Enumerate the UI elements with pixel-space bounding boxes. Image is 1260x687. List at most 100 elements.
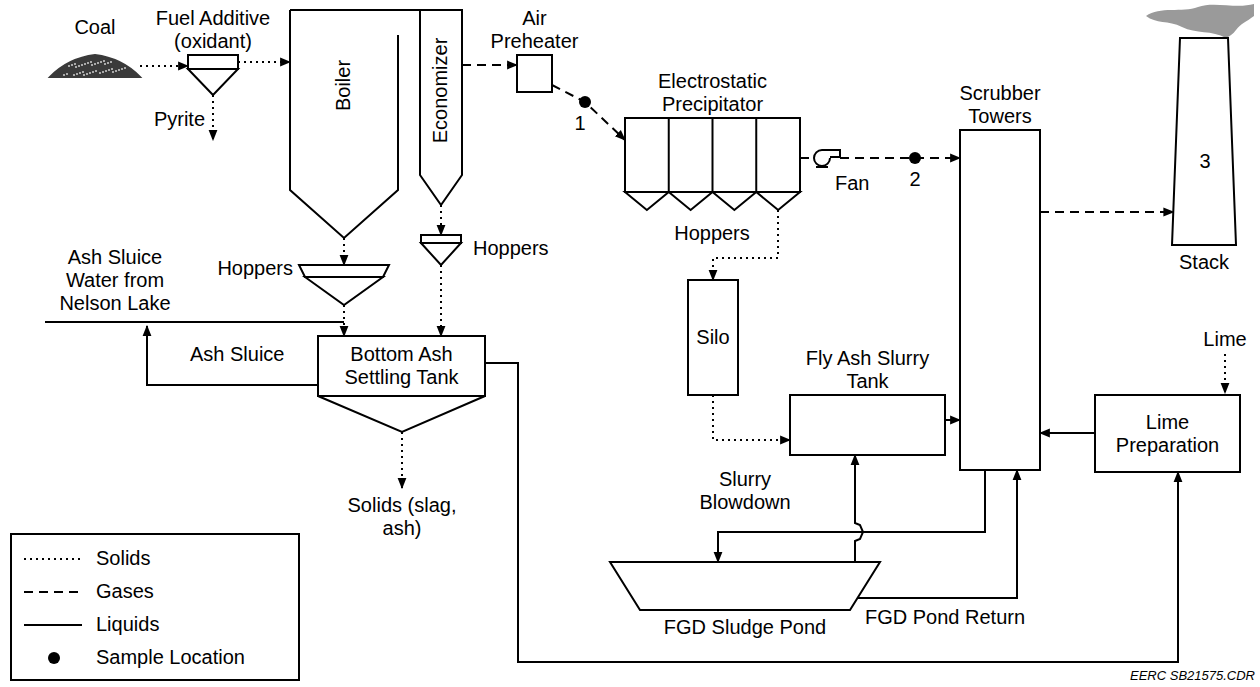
sample-dot [48, 652, 60, 664]
outline [625, 192, 669, 210]
flow-connector [945, 419, 960, 421]
flow-connector [485, 363, 1178, 662]
sludge-pond-shape [610, 562, 880, 610]
coal-texture [95, 70, 97, 72]
air-preheater: Air Preheater [517, 55, 552, 92]
coal-texture [75, 66, 77, 68]
coal-texture [99, 72, 101, 74]
boiler-hopper-shape [299, 265, 389, 305]
legend-swatch [24, 645, 84, 671]
node-label: Scrubber Towers [945, 82, 1055, 128]
coal-texture [108, 69, 110, 71]
outline [668, 118, 670, 192]
outline [610, 562, 880, 610]
flow-connector [440, 205, 442, 235]
air-preheater-shape [517, 55, 552, 92]
flow-label: Slurry Blowdown [695, 468, 795, 514]
coal-texture [118, 69, 120, 71]
outline [318, 336, 485, 396]
boiler-hopper: Hoppers [299, 265, 389, 305]
coal-pile-shape [50, 55, 140, 77]
silo: Silo [688, 280, 738, 395]
coal-texture [83, 74, 85, 76]
outline [688, 280, 738, 395]
legend-item: Gases [12, 578, 298, 606]
coal-texture [73, 74, 75, 76]
node-label: Stack [1179, 251, 1229, 274]
coal-texture [102, 71, 104, 73]
settling-tank: Bottom Ash Settling Tank [318, 336, 485, 396]
coal-texture [115, 70, 117, 72]
flow-label: FGD Pond Return [865, 606, 1025, 629]
outline [188, 55, 238, 69]
sludge-pond: FGD Sludge Pond [610, 562, 880, 610]
coal-texture [76, 73, 78, 75]
legend-item: Solids [12, 545, 298, 573]
flow-connector [855, 455, 863, 562]
legend-text: Sample Location [96, 646, 245, 669]
file-watermark: EERC SB21575.CDR [1130, 669, 1255, 684]
flow-connector [462, 64, 517, 66]
callout-number: 1 [574, 112, 585, 135]
outline [625, 118, 800, 192]
coal-texture [111, 68, 113, 70]
legend-item: Liquids [12, 611, 298, 639]
boiler-shape [290, 10, 398, 238]
outline [305, 277, 383, 305]
coal-texture [90, 61, 92, 63]
node-label: Fan [835, 172, 869, 195]
coal-texture [103, 60, 105, 62]
precipitator-shape [625, 118, 800, 192]
flow-connector [440, 265, 442, 336]
outline [960, 130, 1040, 470]
outline [756, 192, 800, 210]
coal-texture [86, 73, 88, 75]
boiler: Boiler [290, 10, 398, 238]
outline [790, 395, 945, 455]
stack: Stack [1172, 38, 1236, 245]
flow-connector [552, 85, 625, 140]
flow-connector [343, 305, 345, 336]
coal-texture [105, 70, 107, 72]
slurry-tank-shape [790, 395, 945, 455]
slurry-tank: Fly Ash Slurry Tank [790, 395, 945, 455]
coal-texture [124, 67, 126, 69]
coal-texture [91, 64, 93, 66]
outline [669, 192, 713, 210]
legend-box: SolidsGasesLiquidsSample Location [10, 533, 300, 681]
precipitator: Electrostatic Precipitator [625, 118, 800, 192]
flow-connector [713, 395, 790, 440]
sluice-return-line [147, 326, 318, 385]
outline [421, 235, 461, 243]
coal-texture [107, 62, 109, 64]
coal-texture [79, 72, 81, 74]
node-label: Hoppers [473, 237, 549, 260]
flow-connector [238, 61, 290, 63]
outline [517, 55, 552, 92]
node-label: Boiler [332, 59, 355, 110]
node-label: Bottom Ash Settling Tank [326, 343, 477, 389]
node-label: Lime Preparation [1103, 411, 1232, 457]
flow-connector [140, 65, 188, 67]
outline [712, 118, 714, 192]
coal-texture [66, 73, 68, 75]
coal-texture [68, 65, 70, 67]
coal-texture [100, 61, 102, 63]
line-sample [24, 591, 82, 593]
coal-texture [82, 71, 84, 73]
outflow-label: Solids (slag, ash) [345, 494, 460, 540]
inflow-label: Ash Sluice Water from Nelson Lake [45, 246, 185, 315]
flow-connector [343, 238, 345, 265]
coal-texture [74, 63, 76, 65]
fan-symbol: Fan [812, 148, 840, 168]
pyrite-flow [212, 95, 214, 140]
coal-texture [110, 61, 112, 63]
outline [50, 55, 140, 77]
flow-connector [713, 210, 778, 280]
smoke-plume [1146, 4, 1254, 38]
outline [814, 150, 840, 166]
legend-text: Gases [96, 580, 154, 603]
coal-texture [94, 63, 96, 65]
flow-connector [1040, 211, 1173, 213]
lime-preparation: Lime Preparation [1095, 395, 1240, 472]
